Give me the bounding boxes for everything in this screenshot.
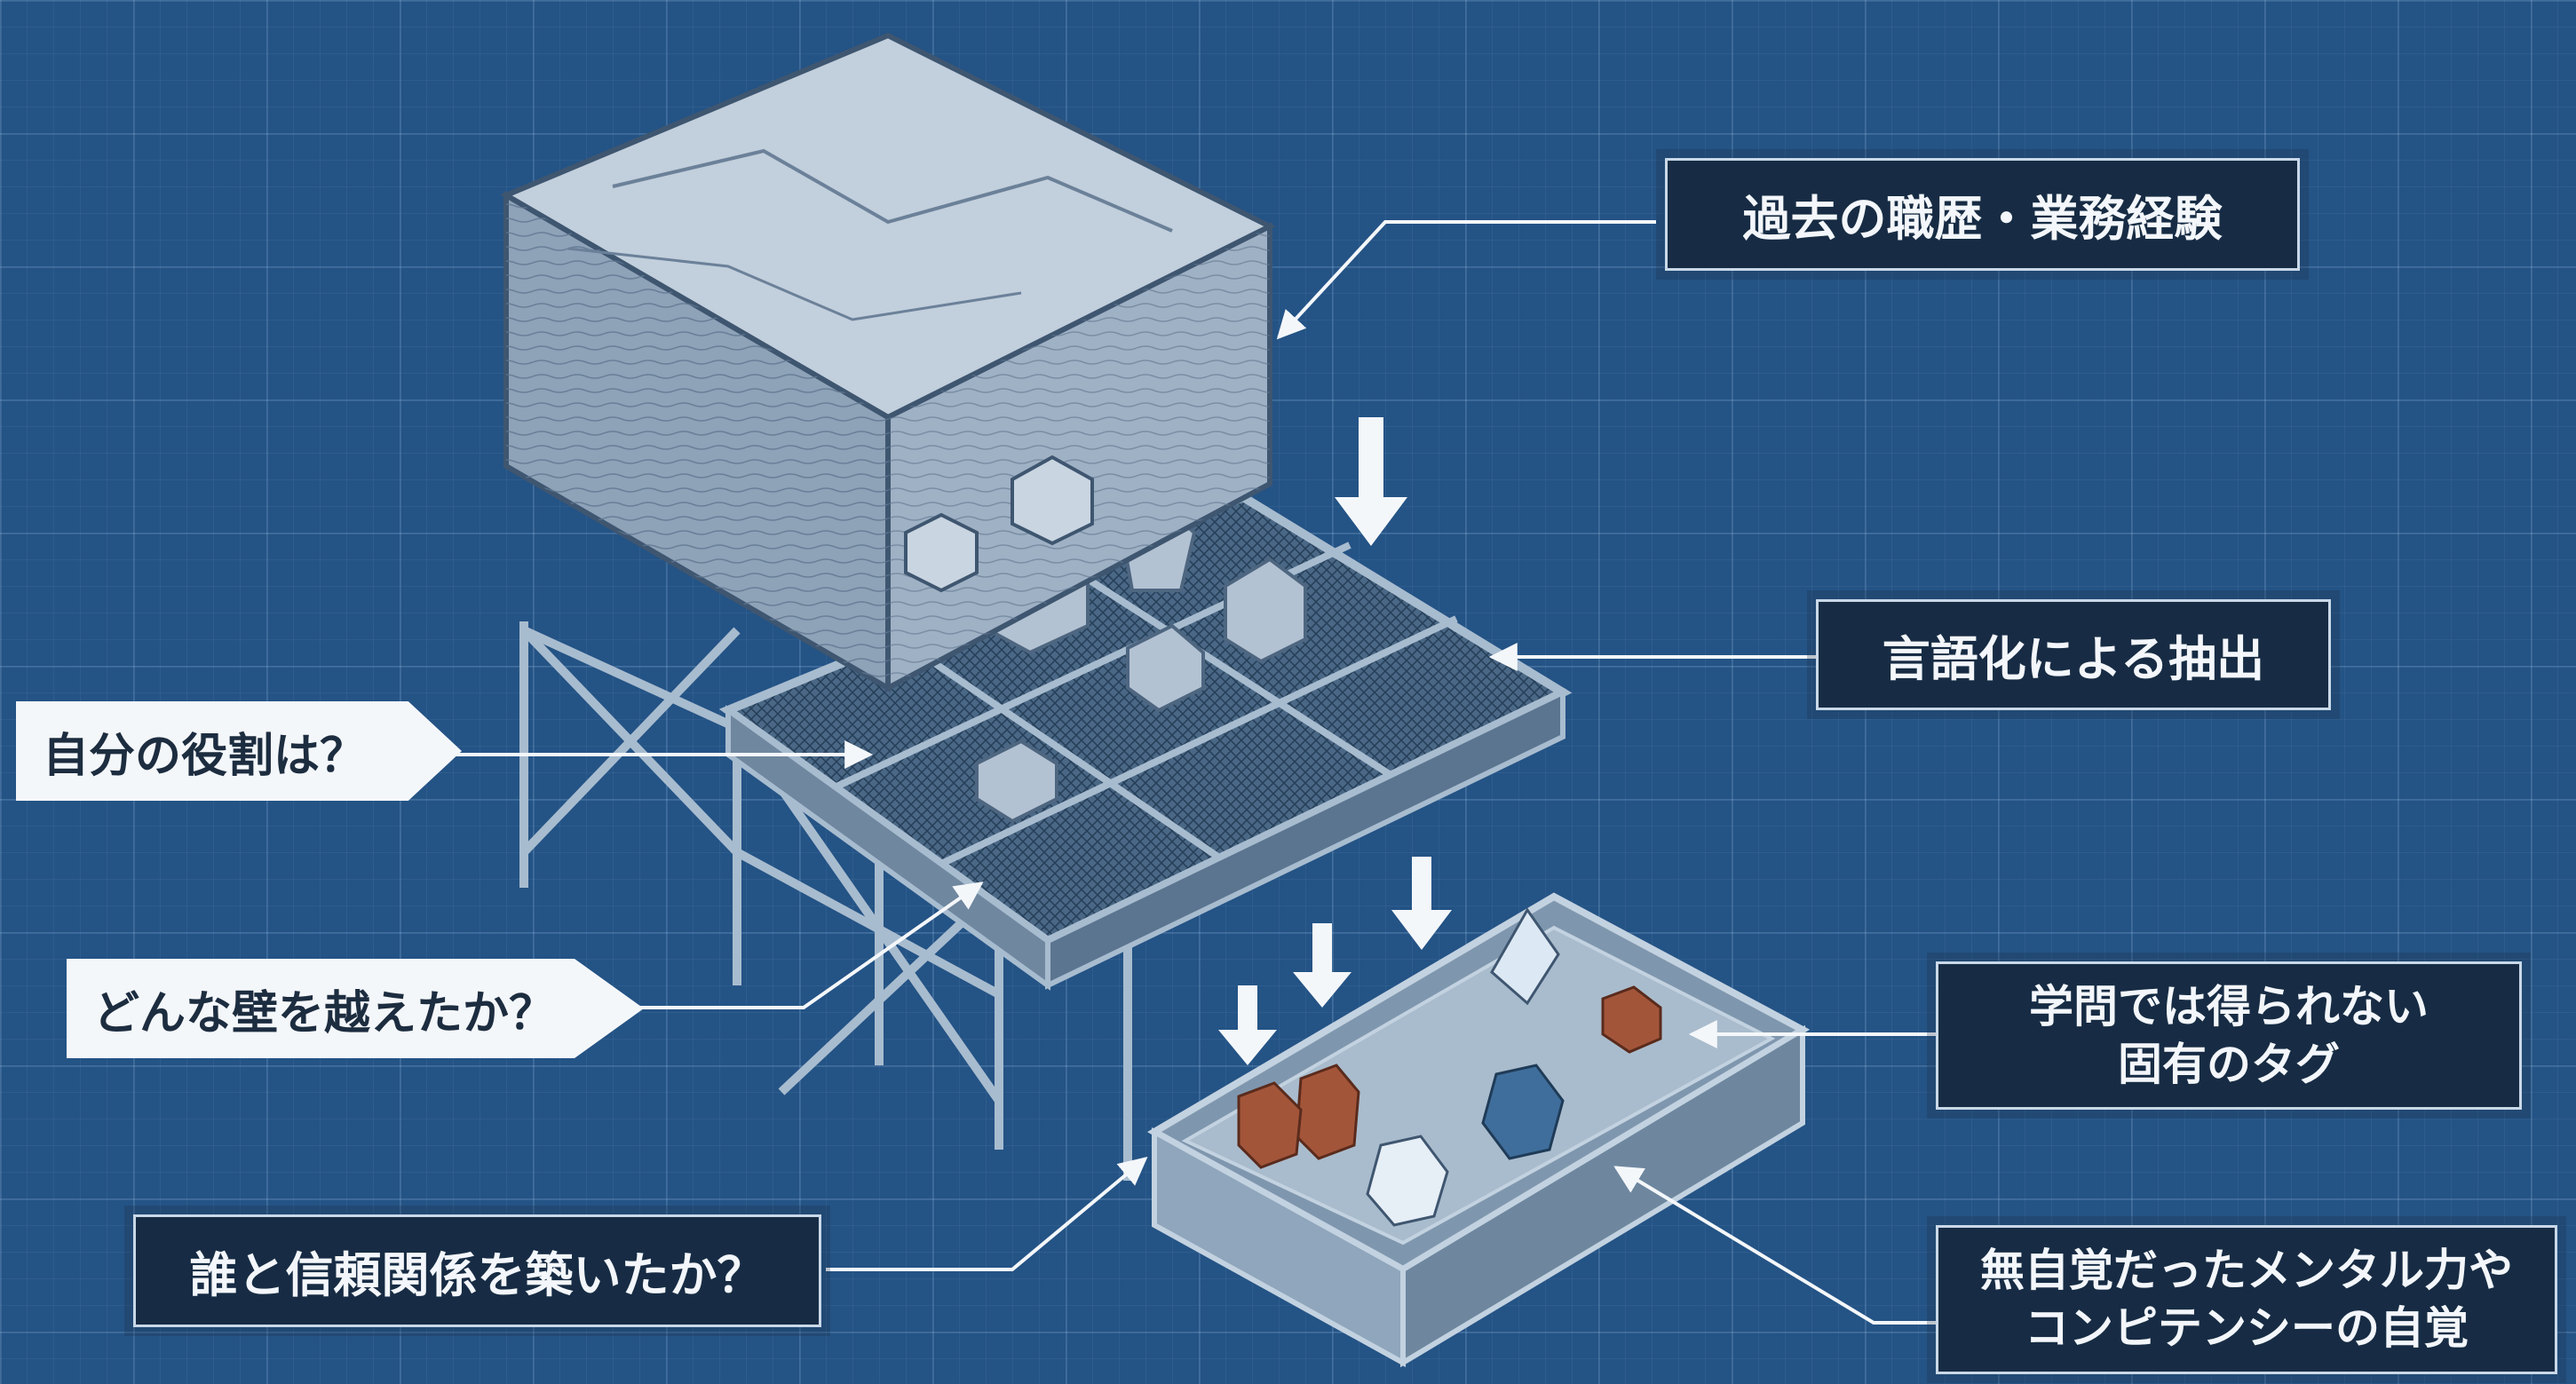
label-past-experience: 過去の職歴・業務経験 — [1665, 158, 2300, 271]
gem-copper — [1237, 1081, 1303, 1169]
rock-strata-block — [500, 32, 1276, 693]
gem-copper — [1601, 985, 1662, 1054]
label-trust-text: 誰と信頼関係を築いたか？ — [189, 1247, 765, 1303]
label-verbalization-extraction: 言語化による抽出 — [1816, 599, 2331, 710]
label-walls-text: どんな壁を越えたか？ — [93, 986, 556, 1040]
label-unique-tags: 学問では得られない 固有のタグ — [1936, 961, 2522, 1110]
label-trust-relationships: 誰と信頼関係を築いたか？ — [133, 1214, 821, 1327]
gem-tray — [1146, 892, 1811, 1368]
label-competency-line1: 無自覚だったメンタル力や — [1980, 1245, 2513, 1296]
label-my-role-text: 自分の役割は？ — [43, 729, 367, 783]
label-past-experience-text: 過去の職歴・業務経験 — [1742, 191, 2223, 247]
gems — [1237, 907, 1662, 1227]
label-competency-awareness: 無自覚だったメンタル力や コンピテンシーの自覚 — [1936, 1225, 2557, 1374]
gem-copper — [1295, 1064, 1360, 1160]
label-unique-tags-line2: 固有のタグ — [2118, 1038, 2340, 1090]
gem-blue — [1481, 1064, 1565, 1160]
label-verbalization-text: 言語化による抽出 — [1882, 631, 2265, 687]
gem-white-crystal — [1490, 907, 1560, 1006]
label-competency-line2: コンピテンシーの自覚 — [2025, 1302, 2469, 1354]
label-my-role: 自分の役割は？ — [16, 701, 462, 801]
label-unique-tags-line1: 学問では得られない — [2029, 980, 2429, 1032]
gem-white — [1366, 1135, 1449, 1227]
down-arrows — [1218, 417, 1452, 1065]
pointer-arrows — [444, 220, 1936, 1325]
label-walls-overcome: どんな壁を越えたか？ — [67, 959, 644, 1058]
